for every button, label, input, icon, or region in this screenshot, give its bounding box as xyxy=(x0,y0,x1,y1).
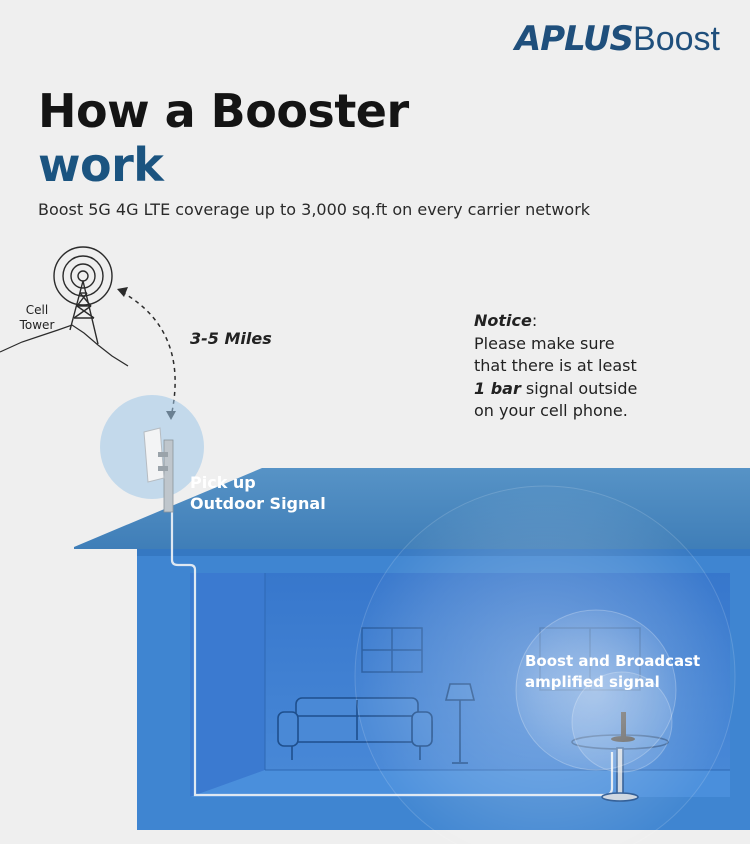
cell-tower-label-line2: Tower xyxy=(19,318,55,332)
notice-line3: signal outside xyxy=(520,378,638,398)
subtitle: Boost 5G 4G LTE coverage up to 3,000 sq.… xyxy=(38,200,591,219)
brand-logo-part2: Boost xyxy=(633,20,720,58)
notice-colon: : xyxy=(531,311,538,330)
cell-tower-label-line1: Cell xyxy=(25,303,49,317)
cell-tower-icon xyxy=(53,246,113,345)
notice-line1: Please make sure xyxy=(474,333,615,353)
outdoor-antenna-icon xyxy=(143,427,174,513)
notice-box: Notice: Please make sure that there is a… xyxy=(474,310,734,423)
notice-heading: Notice xyxy=(474,311,532,330)
notice-line4: on your cell phone. xyxy=(474,401,628,420)
brand-logo: APLUSBoost xyxy=(515,22,720,56)
pickup-label: Pick up Outdoor Signal xyxy=(190,472,326,514)
notice-bar-emphasis: 1 bar xyxy=(474,378,521,398)
broadcast-label: Boost and Broadcast amplified signal xyxy=(525,651,700,693)
notice-line2: that there is at least xyxy=(474,356,637,375)
broadcast-coverage-small xyxy=(571,671,673,773)
brand-logo-part1: APLUS xyxy=(514,19,634,59)
broadcast-label-line2: amplified signal xyxy=(525,673,660,691)
broadcast-coverage-medium xyxy=(515,609,677,771)
pickup-label-line1: Pick up xyxy=(190,473,256,492)
broadcast-label-line1: Boost and Broadcast xyxy=(525,652,701,670)
headline-line1: How a Booster xyxy=(38,84,409,138)
cell-tower-label: Cell Tower xyxy=(13,303,61,333)
pickup-label-line2: Outdoor Signal xyxy=(190,494,326,513)
headline-line2: work xyxy=(38,138,164,192)
distance-label: 3-5 Miles xyxy=(190,329,272,348)
